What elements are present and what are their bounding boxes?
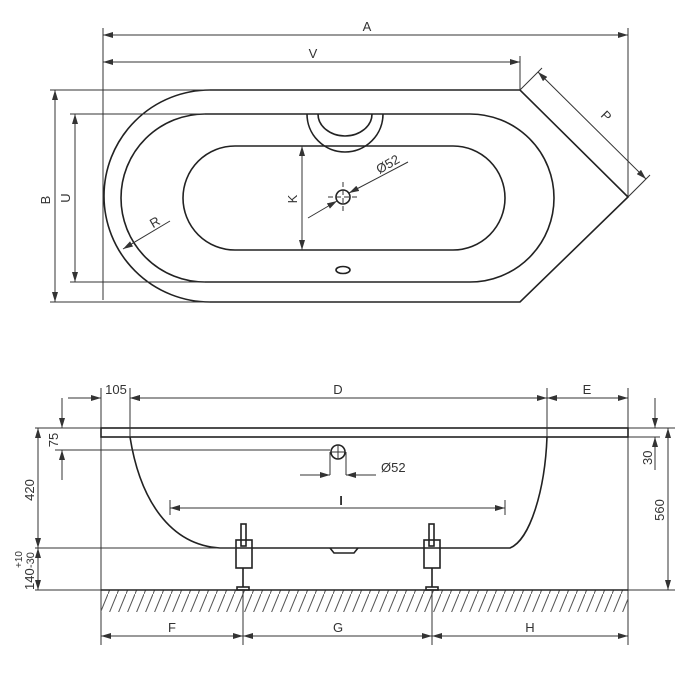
dim-140: 140 bbox=[22, 568, 37, 590]
dim-A: A bbox=[363, 19, 372, 34]
dim-E: E bbox=[583, 382, 592, 397]
tub-basin bbox=[182, 145, 506, 251]
dim-420: 420 bbox=[22, 479, 37, 501]
dim-G: G bbox=[333, 620, 343, 635]
top-view: A V B U K R Ø52 P bbox=[38, 19, 651, 303]
dim-F: F bbox=[168, 620, 176, 635]
dim-30: 30 bbox=[640, 451, 655, 465]
dim-B: B bbox=[38, 196, 53, 205]
tub-outline bbox=[103, 89, 630, 303]
floor-hatch bbox=[101, 590, 628, 612]
overflow bbox=[306, 113, 384, 153]
dim-P: P bbox=[598, 107, 615, 124]
overflow-hole bbox=[335, 265, 351, 275]
dim-D: D bbox=[333, 382, 342, 397]
dim-140-tol-plus: +10 bbox=[14, 551, 25, 568]
dim-U: U bbox=[58, 193, 73, 202]
dim-I: I bbox=[339, 493, 343, 508]
dim-H: H bbox=[525, 620, 534, 635]
dim-drain-side: Ø52 bbox=[381, 460, 406, 475]
leg-left bbox=[235, 523, 253, 591]
leg-right bbox=[423, 523, 441, 591]
dim-560: 560 bbox=[652, 499, 667, 521]
dim-R: R bbox=[147, 213, 163, 231]
tub-rim bbox=[100, 427, 629, 438]
side-view: 105 D E 75 420 140 +10 -30 Ø52 I 30 bbox=[14, 382, 675, 645]
tub-inner-rim bbox=[120, 113, 555, 283]
dim-105: 105 bbox=[105, 382, 127, 397]
dim-75: 75 bbox=[46, 433, 61, 447]
dim-V: V bbox=[309, 46, 318, 61]
dim-K: K bbox=[285, 194, 300, 203]
dim-140-tol-minus: -30 bbox=[25, 552, 37, 568]
